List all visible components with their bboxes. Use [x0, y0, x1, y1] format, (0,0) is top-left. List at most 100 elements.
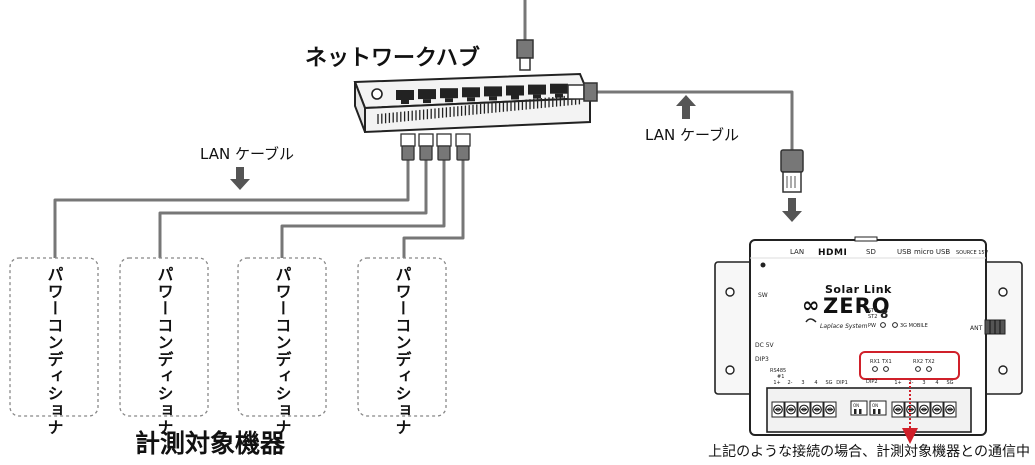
ch2-label: DIP2: [866, 379, 878, 385]
terminal-label: 3: [801, 380, 804, 386]
left-cable-label-group: LAN ケーブル: [200, 145, 294, 190]
terminal-label: 1+: [894, 380, 901, 386]
down-arrow-icon: [230, 167, 250, 190]
terminal-label: 2-: [788, 380, 793, 386]
lan-plug: [418, 133, 434, 161]
inverter-label-4: パワーコンディショナ: [393, 266, 412, 436]
port-lan-label: LAN: [790, 248, 804, 256]
network-hub: ネットワークハブ: [305, 0, 592, 134]
terminal-screws-right: [891, 401, 957, 418]
cable-to-inverter-3: [280, 158, 446, 258]
hub-right-plug: [567, 82, 598, 102]
inverter-label-2: パワーコンディショナ: [155, 266, 174, 436]
terminal-screw: [784, 401, 798, 418]
brand-main: ZERO: [823, 294, 891, 318]
dip-label: DIP3: [755, 356, 769, 363]
terminal-screw: [797, 401, 811, 418]
terminal-label: 1+: [773, 380, 780, 386]
right-cable-label: LAN ケーブル: [645, 126, 739, 144]
hub-port: [506, 85, 524, 100]
terminal-screw: [930, 401, 944, 418]
dip-on-label-1: ON: [853, 403, 859, 408]
down-arrow-icon: [782, 198, 802, 222]
hub-title: ネットワークハブ: [305, 45, 480, 71]
ch1-label: #1: [777, 374, 784, 380]
port-usb-label: USB: [897, 248, 912, 256]
lan-plug: [400, 133, 416, 161]
tx1-label: TX1: [881, 359, 892, 365]
up-arrow-icon: [676, 95, 696, 119]
terminal-label: 4: [814, 380, 817, 386]
lan-plug: [436, 133, 452, 161]
port-micro-usb-label: micro USB: [914, 248, 950, 256]
terminal-screw: [823, 401, 837, 418]
terminal-screw: [943, 401, 957, 418]
cable-to-inverter-4: [402, 158, 465, 258]
port-power-label: SOURCE 15V: [956, 250, 989, 256]
right-cable-label-group: LAN ケーブル: [645, 95, 739, 144]
inverter-label-3: パワーコンディショナ: [273, 266, 292, 436]
maker-label: Laplace System: [820, 323, 868, 330]
inverter-label-1: パワーコンディショナ: [45, 266, 64, 436]
dip-on-label-2: ON: [872, 403, 878, 408]
terminal-labels-right: 1+ 2- 3 4 SG: [894, 380, 953, 386]
lan-plug: [455, 133, 471, 161]
terminal-screw: [917, 401, 931, 418]
solar-link-zero-device: LAN HDMI SD USB micro USB SOURCE 15V SW …: [714, 236, 1023, 444]
sw-label: SW: [758, 292, 768, 299]
inverter-box-3: パワーコンディショナ: [237, 257, 327, 436]
hub-port: [440, 88, 458, 103]
cable-to-logger: [595, 90, 794, 150]
terminal-screw: [810, 401, 824, 418]
rx2-label: RX2: [913, 359, 923, 365]
dip-switches: ON ON: [850, 400, 887, 416]
hub-body: [353, 72, 592, 134]
terminal-label: SG: [946, 380, 953, 386]
hub-uplink-plug: [516, 0, 534, 71]
terminal-screw: [771, 401, 785, 418]
port-hdmi-label: HDMI: [818, 248, 847, 258]
lan-cables: [53, 90, 794, 258]
inverter-box-1: パワーコンディショナ: [9, 257, 99, 436]
inverter-box-4: パワーコンディショナ: [357, 257, 447, 436]
svg-text:∞: ∞: [802, 293, 820, 317]
device-group-label: 計測対象機器: [135, 429, 286, 458]
cable-to-inverter-2: [158, 158, 428, 258]
hub-port: [550, 83, 568, 98]
rx1-label: RX1: [870, 359, 880, 365]
st1-label: ST1: [868, 308, 877, 314]
mobile-label: 3G MOBILE: [900, 323, 928, 329]
hub-port: [396, 90, 414, 104]
tx2-label: TX2: [924, 359, 935, 365]
terminal-label: 2-: [909, 380, 914, 386]
st2-label: ST2: [868, 314, 877, 320]
left-cable-label: LAN ケーブル: [200, 145, 294, 163]
svg-text:8: 8: [880, 307, 888, 321]
terminal-label: 4: [935, 380, 938, 386]
cable-to-inverter-1: [53, 158, 410, 258]
terminal-screws-left: [771, 401, 837, 418]
maker-mark-icon: [805, 318, 817, 323]
hub-port: [528, 84, 546, 99]
pw-label: PW: [868, 323, 876, 329]
hub-port: [418, 89, 436, 104]
terminal-label: 3: [922, 380, 925, 386]
terminal-label: DIP1: [836, 380, 848, 386]
rs485-label: RS485: [770, 368, 786, 374]
brand-logo: ∞ Solar Link ZERO Laplace System: [802, 283, 892, 330]
terminal-labels-left: 1+ 2- 3 4 SG DIP1: [773, 380, 847, 386]
hub-port: [462, 87, 480, 102]
brand-top: Solar Link: [825, 283, 892, 296]
hub-ports: [396, 83, 568, 104]
inverter-box-2: パワーコンディショナ: [119, 257, 209, 436]
logger-cable-plug: [780, 149, 804, 193]
dc-label: DC 5V: [755, 342, 775, 349]
ant-label: ANT: [970, 325, 983, 332]
caption: 上記のような接続の場合、計測対象機器との通信中: [708, 443, 1030, 460]
terminal-label: SG: [825, 380, 832, 386]
hub-vents: [377, 94, 581, 124]
inverter-group: パワーコンディショナ パワーコンディショナ パワーコンディショナ パワーコンディ…: [9, 257, 447, 458]
terminal-screw: [891, 401, 905, 418]
hub-port: [484, 86, 502, 101]
